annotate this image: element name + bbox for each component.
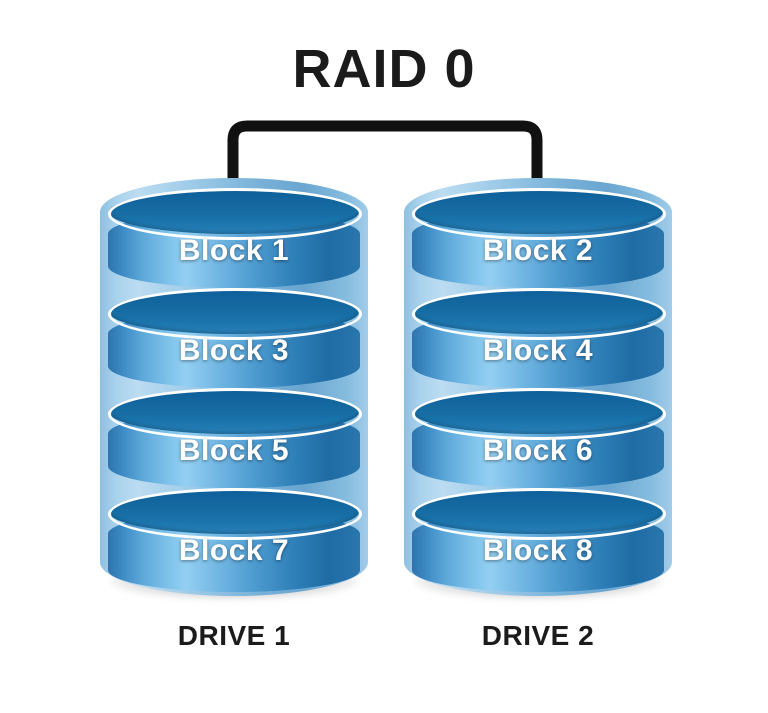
block-label: Block 2 — [482, 234, 594, 267]
cylinder-top-disc — [109, 290, 359, 334]
block-label: Block 8 — [482, 534, 594, 567]
block-cylinder[interactable]: Block 2 — [412, 188, 666, 288]
block-cylinder[interactable]: Block 5 — [108, 388, 362, 488]
cylinder-top-disc — [109, 190, 359, 234]
block-label: Block 7 — [178, 534, 290, 567]
page-title: RAID 0 — [292, 39, 476, 99]
cylinder-top-disc — [413, 290, 663, 334]
block-label: Block 6 — [482, 434, 594, 467]
cylinder-top-disc — [413, 390, 663, 434]
cylinder-top-disc — [109, 490, 359, 534]
drive-2[interactable]: Block 2 Block 4 Block 6 Block 8 — [404, 172, 672, 604]
block-label: Block 1 — [178, 234, 290, 267]
block-label: Block 5 — [178, 434, 290, 467]
block-cylinder[interactable]: Block 4 — [412, 288, 666, 388]
block-cylinder[interactable]: Block 1 — [108, 188, 362, 288]
block-cylinder[interactable]: Block 7 — [108, 488, 362, 592]
cylinder-top-disc — [109, 390, 359, 434]
cylinder-top-disc — [413, 190, 663, 234]
block-label: Block 4 — [482, 334, 594, 367]
block-stack: Block 1 Block 3 Block 5 Block 7 — [108, 188, 362, 592]
block-cylinder[interactable]: Block 8 — [412, 488, 666, 592]
drive-1[interactable]: Block 1 Block 3 Block 5 Block 7 — [100, 172, 368, 604]
block-label: Block 3 — [178, 334, 290, 367]
drive-1-label: DRIVE 1 — [177, 620, 291, 651]
block-cylinder[interactable]: Block 6 — [412, 388, 666, 488]
block-stack: Block 2 Block 4 Block 6 Block 8 — [412, 188, 666, 592]
drive-2-label: DRIVE 2 — [481, 620, 595, 651]
cylinder-top-disc — [413, 490, 663, 534]
block-cylinder[interactable]: Block 3 — [108, 288, 362, 388]
